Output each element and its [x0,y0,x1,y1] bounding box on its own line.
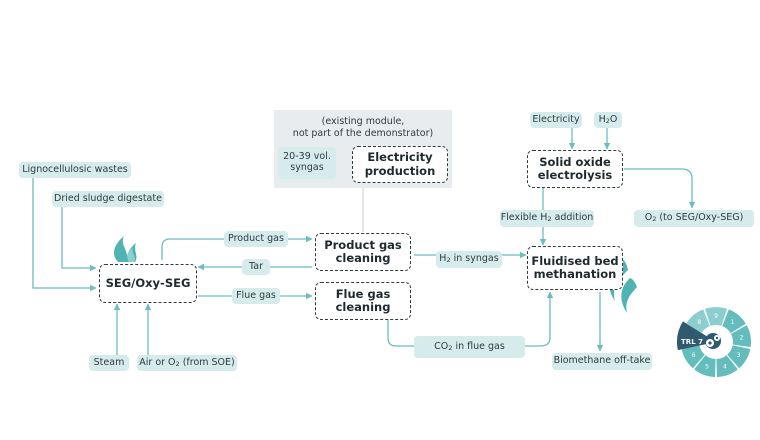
arrow-soe-to-o2 [624,168,696,209]
trl-segment-3 [727,345,751,369]
trl-segment-label-1: 1 [731,319,735,326]
arrow-fgc-to-co2 [387,312,414,347]
methanation-box: Fluidised bed methanation [527,246,623,290]
existing-module-note: (existing module, not part of the demons… [274,116,452,140]
trl-segment-labels: 9 1 2 3 4 5 6 8 [692,313,744,370]
trl-segment-label-9: 9 [714,313,718,320]
product-gas-cleaning-line1: Product gas [324,237,402,252]
tar-label: Tar [242,259,270,275]
h2o-label: H2O [594,112,622,128]
flame-icon-seg [113,236,137,262]
flue-gas-cleaning-box: Flue gas cleaning [315,282,411,320]
soe-box: Solid oxide electrolysis [527,150,623,188]
existing-module-note-line1: (existing module, [321,116,405,127]
electricity-text: Electricity [532,113,580,125]
soe-line1: Solid oxide [539,154,611,169]
electricity-production-line1: Electricity [367,150,433,165]
product-gas-cleaning-line2: cleaning [335,251,391,265]
trl-segment-6 [681,345,705,369]
product-gas-label: Product gas [224,231,288,247]
gear-icon [705,333,721,349]
dried-sludge-label: Dried sludge digestate [52,191,164,207]
trl-segment-2 [730,325,751,348]
methanation-line1: Fluidised bed [531,253,619,268]
product-gas-cleaning-box: Product gas cleaning [315,233,411,271]
lignocellulosic-text: Lignocellulosic wastes [22,163,128,175]
trl-badge: 9 1 2 3 4 5 6 8 TRL 7 [677,307,751,377]
air-o2-label: Air or O2 (from SOE) [137,355,237,371]
h2o-text: H2O [598,113,618,125]
tar-text: Tar [249,260,263,272]
steam-text: Steam [93,356,125,368]
trl-segment-label-4: 4 [723,363,727,370]
existing-module-note-line2: not part of the demonstrator) [292,127,434,139]
trl-segment-5 [694,355,716,377]
arrow-co2-to-methanation [525,291,554,347]
trl-segment-1 [722,309,746,334]
electricity-production-line2: production [364,163,436,178]
soe-line2: electrolysis [537,168,613,182]
syngas-label-line1: 20-39 vol. [283,151,331,163]
product-gas-text: Product gas [228,232,284,244]
trl-segment-9 [704,307,728,326]
trl-segment-label-2: 2 [740,335,744,342]
biomethane-text: Biomethane off-take [553,355,651,367]
trl-label: TRL 7 [681,338,703,346]
electricity-label: Electricity [530,112,582,128]
arrow-sludge-to-seg [61,207,97,272]
trl-segment-label-5: 5 [705,363,709,370]
seg-label: SEG/Oxy-SEG [105,275,191,290]
trl-segment-4 [716,355,738,377]
syngas-label: 20-39 vol. syngas [278,147,336,179]
steam-label: Steam [89,355,129,371]
h2-in-syngas-text: H2 in syngas [439,253,499,265]
trl-segment-label-6: 6 [692,352,696,359]
air-o2-text: Air or O2 (from SOE) [139,356,235,368]
co2-in-flue-gas-text: CO2 in flue gas [434,340,505,352]
trl-segment-label-3: 3 [737,352,741,359]
electricity-production-box: Electricity production [352,146,448,183]
methanation-line2: methanation [533,267,617,281]
biomethane-label: Biomethane off-take [552,353,652,370]
flexible-h2-text: Flexible H2 addition [500,212,594,224]
co2-in-flue-gas-label: CO2 in flue gas [414,336,525,358]
flue-gas-text: Flue gas [236,289,276,301]
dried-sludge-text: Dried sludge digestate [54,192,162,204]
o2-to-seg-label: O2 (to SEG/Oxy-SEG) [634,210,754,227]
flue-gas-cleaning-line1: Flue gas [335,286,391,301]
seg-box: SEG/Oxy-SEG [99,264,197,303]
h2-in-syngas-label: H2 in syngas [436,251,502,268]
arrow-lignocellulosic-to-seg [32,178,97,292]
o2-to-seg-text: O2 (to SEG/Oxy-SEG) [644,212,744,224]
syngas-label-line2: syngas [290,162,324,173]
lignocellulosic-wastes-label: Lignocellulosic wastes [19,162,131,178]
flue-gas-label: Flue gas [232,288,280,304]
flue-gas-cleaning-line2: cleaning [335,300,391,314]
flexible-h2-label: Flexible H2 addition [500,210,594,227]
arrow-product-gas [161,235,313,260]
trl-segment-8 [686,309,710,334]
trl-segment-label-8: 8 [697,319,701,326]
